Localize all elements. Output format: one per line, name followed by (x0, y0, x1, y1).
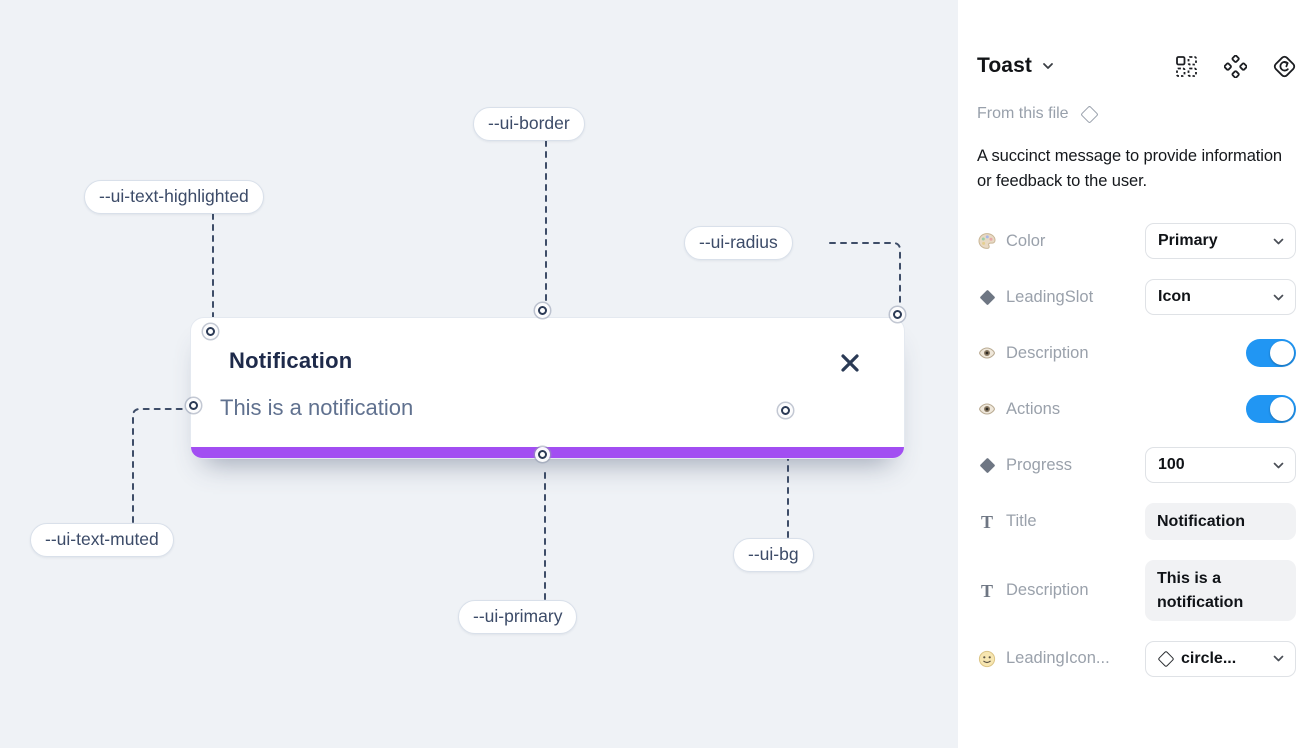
toast-close-icon[interactable] (838, 351, 862, 375)
description-input[interactable]: This is a notification (1145, 560, 1296, 621)
properties-panel: Toast (958, 0, 1312, 748)
color-select[interactable]: Primary (1145, 223, 1296, 260)
annotation-ui-text-highlighted: --ui-text-highlighted (84, 180, 264, 214)
prop-label-leadingslot: LeadingSlot (1006, 287, 1094, 306)
source-label: From this file (977, 105, 1069, 122)
diamond-icon (1157, 650, 1175, 668)
diamond-icon (977, 287, 997, 307)
connector-point-primary (538, 450, 547, 459)
prop-row-description-toggle: Description (977, 335, 1296, 371)
toast-description: This is a notification (220, 395, 414, 420)
connector-point-text-muted (189, 401, 198, 410)
prop-label-progress: Progress (1006, 455, 1073, 474)
component-description: A succinct message to provide informatio… (977, 147, 1282, 191)
prop-row-leadingslot: LeadingSlot Icon (977, 279, 1296, 316)
annotation-ui-radius: --ui-radius (684, 226, 793, 260)
text-icon: T (980, 511, 993, 532)
connector-ui-radius (829, 242, 901, 306)
prop-label-description: Description (1006, 343, 1089, 362)
leadingicon-select[interactable]: circle... (1145, 640, 1296, 677)
panel-header: Toast (977, 54, 1296, 78)
prop-row-color: Color Primary (977, 223, 1296, 260)
prop-label-actions: Actions (1006, 399, 1061, 418)
connector-ui-text-muted (132, 408, 185, 523)
connector-point-border (538, 306, 547, 315)
prop-label-color: Color (1006, 231, 1046, 250)
prop-label-description-text: Description (1006, 581, 1089, 600)
chevron-down-icon (1273, 238, 1284, 245)
property-list: Color Primary LeadingSlot Icon (977, 223, 1296, 677)
chevron-down-icon (1273, 462, 1284, 469)
leadingslot-select[interactable]: Icon (1145, 279, 1296, 316)
swap-instance-icon[interactable] (1273, 55, 1296, 78)
text-icon: T (980, 580, 993, 601)
prop-row-actions-toggle: Actions (977, 391, 1296, 427)
title-input[interactable]: Notification (1145, 503, 1296, 541)
toast-progress-bar (191, 447, 904, 458)
annotation-ui-text-muted: --ui-text-muted (30, 523, 174, 557)
connector-point-bg (781, 406, 790, 415)
toast-title: Notification (229, 348, 353, 373)
prop-label-title: Title (1006, 512, 1037, 531)
chevron-down-icon (1273, 655, 1284, 662)
toast-component-preview: Notification This is a notification (190, 317, 905, 459)
source-row: From this file (977, 104, 1296, 124)
component-title: Toast (977, 54, 1032, 77)
chevron-down-icon (1273, 294, 1284, 301)
annotation-ui-border: --ui-border (473, 107, 585, 141)
diamond-icon (1079, 104, 1099, 124)
annotation-ui-bg: --ui-bg (733, 538, 814, 572)
description-toggle[interactable] (1246, 339, 1296, 368)
component-icon[interactable] (1224, 54, 1247, 78)
progress-select[interactable]: 100 (1145, 447, 1296, 484)
header-icons (1175, 54, 1296, 78)
eye-icon (977, 343, 997, 363)
variants-icon[interactable] (1175, 55, 1198, 78)
palette-icon (977, 231, 997, 251)
diamond-icon (977, 455, 997, 475)
design-canvas: Notification This is a notification --ui… (0, 0, 958, 748)
actions-toggle[interactable] (1246, 395, 1296, 424)
annotation-ui-primary: --ui-primary (458, 600, 578, 634)
prop-label-leadingicon: LeadingIcon... (1006, 649, 1110, 668)
prop-row-description-text: T Description This is a notification (977, 560, 1296, 621)
connector-point-radius (893, 310, 902, 319)
eye-icon (977, 399, 997, 419)
connector-point-text-highlighted (206, 327, 215, 336)
chevron-down-icon[interactable] (1042, 62, 1054, 70)
prop-row-progress: Progress 100 (977, 447, 1296, 484)
prop-row-title: T Title Notification (977, 503, 1296, 541)
prop-row-leadingicon: LeadingIcon... circle... (977, 640, 1296, 677)
smiley-icon (977, 649, 997, 669)
